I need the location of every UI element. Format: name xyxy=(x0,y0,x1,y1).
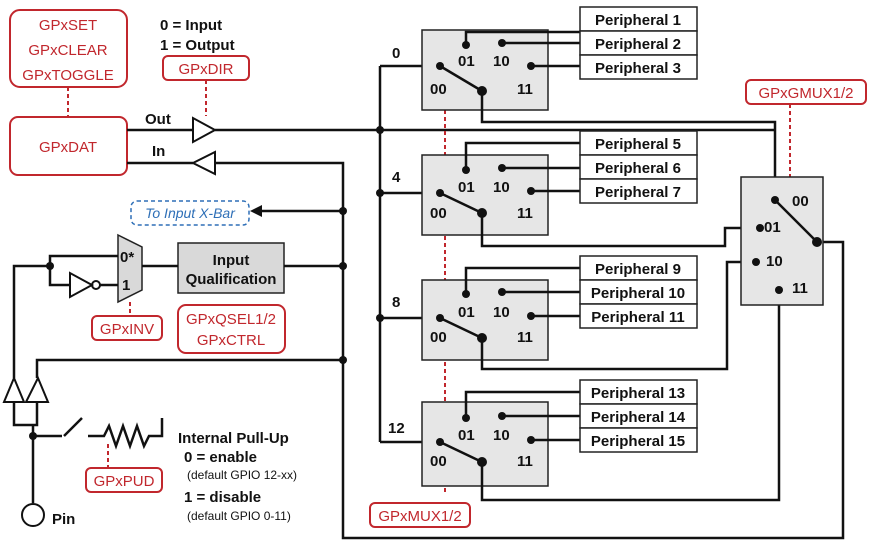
mux-input-01: 01 xyxy=(458,304,475,321)
peripheral-box xyxy=(579,255,698,281)
mux-group-0: 0 01 10 00 11 Peripheral 1 Peripheral 2 … xyxy=(380,6,777,200)
gpxpud-register-box xyxy=(85,467,163,493)
pullup-disable-note: (default GPIO 0-11) xyxy=(187,509,291,523)
mux-input-01: 01 xyxy=(458,53,475,70)
input-qualification-box xyxy=(177,242,285,294)
mux-input-11: 11 xyxy=(517,453,533,470)
pin-pad-icon[interactable] xyxy=(21,503,45,527)
peripheral-label: Peripheral 11 xyxy=(591,309,684,326)
mux-input-01: 01 xyxy=(458,427,475,444)
input-buffer-icon xyxy=(190,150,216,176)
gpxinv-label: GPxINV xyxy=(100,321,154,338)
in-signal-label: In xyxy=(152,143,165,160)
gmux-input-00: 00 xyxy=(792,193,809,210)
peripheral-label: Peripheral 13 xyxy=(591,385,685,402)
peripheral-box xyxy=(579,303,698,329)
inversion-mux xyxy=(117,233,143,304)
inv-mux-input-0: 0* xyxy=(120,249,134,266)
gpxgmux-register-box xyxy=(745,79,867,105)
peripheral-box xyxy=(579,427,698,453)
peripheral-box xyxy=(579,54,698,80)
inverter-icon xyxy=(69,271,95,299)
gpxgmux-label: GPxGMUX1/2 xyxy=(758,85,853,102)
group-index: 4 xyxy=(392,169,401,186)
mux-input-10: 10 xyxy=(493,304,510,321)
mux-group-12: 12 01 10 00 11 Peripheral 13 Peripheral … xyxy=(380,290,781,502)
output-buffer-icon xyxy=(192,116,218,144)
gpxclear-label: GPxCLEAR xyxy=(28,42,107,59)
gpxmux-register-box xyxy=(369,502,471,528)
mux-input-00: 00 xyxy=(430,205,447,222)
mux-input-00: 00 xyxy=(430,453,447,470)
peripheral-box xyxy=(579,130,698,156)
peripheral-label: Peripheral 14 xyxy=(591,409,686,426)
mux-input-11: 11 xyxy=(517,205,533,222)
gpxpud-label: GPxPUD xyxy=(94,473,155,490)
peripheral-label: Peripheral 2 xyxy=(595,36,681,53)
out-signal-label: Out xyxy=(145,111,171,128)
gpxinv-register-box xyxy=(91,315,163,341)
input-qualification-line2: Qualification xyxy=(186,271,277,288)
peripheral-label: Peripheral 9 xyxy=(595,261,681,278)
pad-input-buffer-icon xyxy=(2,375,26,403)
peripheral-label: Peripheral 5 xyxy=(595,136,681,153)
mux-input-01: 01 xyxy=(458,179,475,196)
dir-legend-input: 0 = Input xyxy=(160,17,222,34)
pullup-enable-note: (default GPIO 12-xx) xyxy=(187,468,297,482)
gpxqsel-label: GPxQSEL1/2 xyxy=(186,311,276,328)
gpxset-label: GPxSET xyxy=(39,17,97,34)
peripheral-label: Peripheral 7 xyxy=(595,184,681,201)
dir-legend-output: 1 = Output xyxy=(160,37,235,54)
mux-group-8: 8 01 10 00 11 Peripheral 9 Peripheral 10… xyxy=(380,255,760,371)
peripheral-label: Peripheral 3 xyxy=(595,60,681,77)
input-xbar-label: To Input X-Bar xyxy=(145,205,236,221)
mux-input-00: 00 xyxy=(430,329,447,346)
gmux-input-10: 10 xyxy=(766,253,783,270)
mux-input-11: 11 xyxy=(517,81,533,98)
gpxtoggle-label: GPxTOGGLE xyxy=(22,67,113,84)
gpxctrl-label: GPxCTRL xyxy=(197,332,265,349)
pin-label: Pin xyxy=(52,511,75,528)
gmux-input-11: 11 xyxy=(792,280,808,297)
mux-input-10: 10 xyxy=(493,427,510,444)
mux-input-10: 10 xyxy=(493,53,510,70)
gpxqsel-register-box xyxy=(177,304,286,354)
gpxdir-label: GPxDIR xyxy=(178,61,233,78)
peripheral-box xyxy=(579,6,698,32)
gmux-input-01: 01 xyxy=(764,219,781,236)
peripheral-label: Peripheral 15 xyxy=(591,433,685,450)
peripheral-box xyxy=(579,154,698,180)
group-index: 8 xyxy=(392,294,400,311)
gpxmux-label: GPxMUX1/2 xyxy=(378,508,461,525)
mux-input-10: 10 xyxy=(493,179,510,196)
group-mux-selector: 00 01 10 11 xyxy=(740,176,824,306)
input-qualification-line1: Input xyxy=(213,252,250,269)
pullup-disable: 1 = disable xyxy=(184,489,261,506)
peripheral-label: Peripheral 6 xyxy=(595,160,681,177)
mux-group-4: 4 01 10 00 11 Peripheral 5 Peripheral 6 … xyxy=(380,130,760,248)
input-xbar-box xyxy=(130,200,250,226)
pullup-title: Internal Pull-Up xyxy=(178,430,289,447)
gpxdat-register-box xyxy=(9,116,128,176)
group-index: 0 xyxy=(392,45,400,62)
gpxdat-label: GPxDAT xyxy=(39,139,97,156)
xbar-arrow-icon xyxy=(250,205,262,217)
pad-output-buffer-icon xyxy=(24,375,50,403)
peripheral-box xyxy=(579,178,698,204)
pullup-enable: 0 = enable xyxy=(184,449,257,466)
gmux-box xyxy=(740,176,824,306)
group-index: 12 xyxy=(388,420,405,437)
mux-input-00: 00 xyxy=(430,81,447,98)
mux-input-11: 11 xyxy=(517,329,533,346)
peripheral-label: Peripheral 1 xyxy=(595,12,681,29)
peripheral-label: Peripheral 10 xyxy=(591,285,685,302)
inv-mux-input-1: 1 xyxy=(122,277,130,294)
peripheral-box xyxy=(579,379,698,405)
